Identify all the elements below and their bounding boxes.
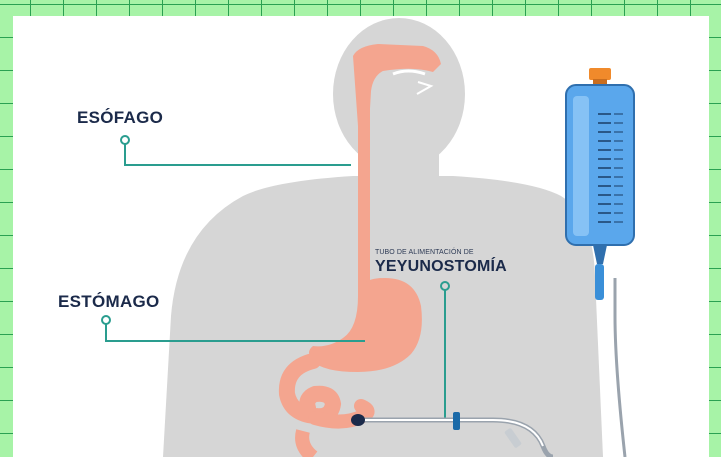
esofago-pointer-dot	[121, 136, 129, 144]
body-silhouette	[163, 18, 603, 457]
tube-tip	[351, 414, 365, 426]
estomago-label: ESTÓMAGO	[58, 292, 160, 312]
illustration-panel: ESÓFAGO ESTÓMAGO TUBO DE ALIMENTACIÓN DE…	[13, 16, 709, 457]
estomago-pointer-dot	[102, 316, 110, 324]
esofago-leader	[125, 144, 351, 165]
drip-chamber	[595, 264, 604, 300]
bag-outlet	[593, 245, 607, 264]
esophagus-shape	[358, 66, 370, 301]
feeding-bag	[566, 68, 634, 264]
bag-cap	[589, 68, 611, 80]
tube-clamp	[453, 412, 460, 430]
bag-line	[615, 278, 625, 457]
tube-title-label: YEYUNOSTOMÍA	[375, 258, 507, 276]
anatomy-diagram	[13, 16, 709, 457]
tube-caption-label: TUBO DE ALIMENTACIÓN DE	[375, 249, 474, 256]
bag-shine	[573, 96, 589, 236]
esofago-label: ESÓFAGO	[77, 108, 163, 128]
